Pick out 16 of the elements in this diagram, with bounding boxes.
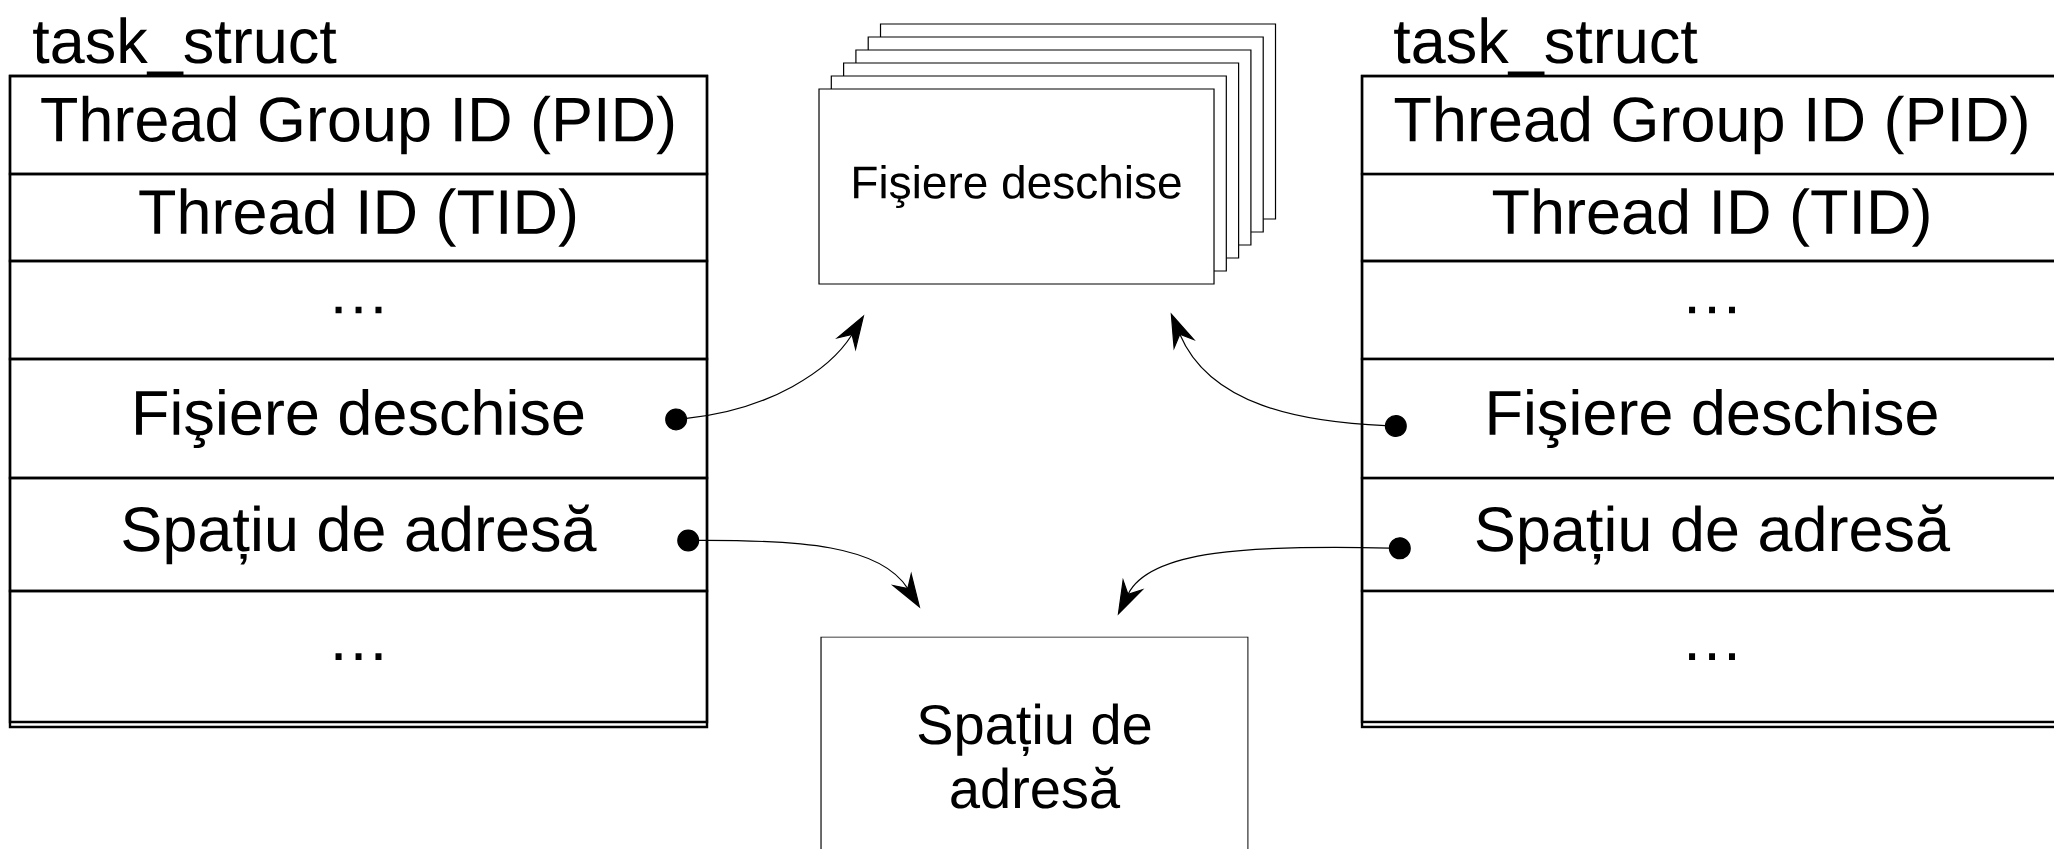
- table-row: Thread ID (TID): [8, 172, 709, 263]
- table-row: Thread Group ID (PID): [1360, 74, 2054, 176]
- process-box: Spațiu de adresă: [820, 636, 1249, 849]
- table-row: Thread ID (TID): [1360, 172, 2054, 263]
- file-stack: Fişiere deschise: [818, 23, 1277, 285]
- table-row: …: [1360, 589, 2054, 724]
- node-label: task_struct: [33, 17, 337, 76]
- node-label: task_struct: [1394, 17, 1698, 76]
- table-row: Fişiere deschise: [1360, 357, 2054, 480]
- table-row: Fişiere deschise: [8, 357, 709, 480]
- table-row: …: [1360, 259, 2054, 361]
- table-row: Thread Group ID (PID): [8, 74, 709, 176]
- table-row: Spațiu de adresă: [8, 476, 709, 593]
- table-row: Spațiu de adresă: [1360, 476, 2054, 593]
- table-row: …: [8, 259, 709, 361]
- table-row: …: [8, 589, 709, 724]
